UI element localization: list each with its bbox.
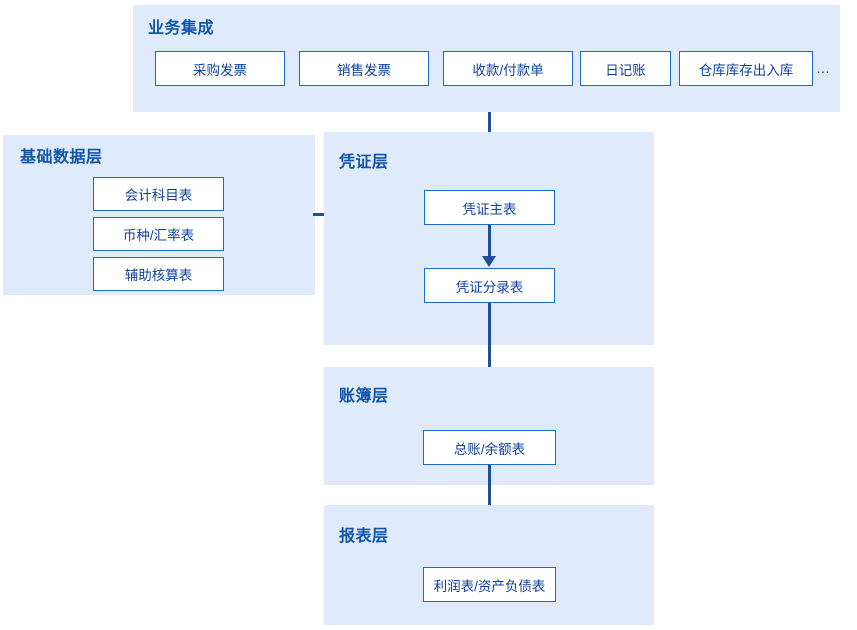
panel-title-ledger: 账簿层	[339, 388, 389, 405]
node-currency-rate-table[interactable]: 币种/汇率表	[93, 217, 224, 251]
node-income-balance-sheet[interactable]: 利润表/资产负债表	[423, 567, 556, 602]
node-account-subject-table[interactable]: 会计科目表	[93, 177, 224, 211]
node-receipt-payment[interactable]: 收款/付款单	[443, 51, 573, 86]
overflow-ellipsis-icon: …	[816, 60, 831, 76]
connector-master-to-entry-line	[488, 225, 491, 257]
node-general-ledger-balance-table[interactable]: 总账/余额表	[423, 430, 556, 465]
node-voucher-entry-table[interactable]: 凭证分录表	[424, 268, 555, 303]
node-warehouse-inout[interactable]: 仓库库存出入库	[679, 51, 813, 86]
connector-master-to-entry-arrowhead	[482, 256, 496, 267]
panel-title-report: 报表层	[339, 528, 389, 545]
panel-report	[324, 505, 654, 625]
panel-title-business-integration: 业务集成	[148, 20, 215, 37]
connector-entry-to-ledger-line	[488, 303, 491, 421]
panel-title-base-data: 基础数据层	[20, 149, 103, 166]
node-journal[interactable]: 日记账	[580, 51, 671, 86]
node-auxiliary-accounting-table[interactable]: 辅助核算表	[93, 257, 224, 291]
node-purchase-invoice[interactable]: 采购发票	[155, 51, 285, 86]
node-sales-invoice[interactable]: 销售发票	[299, 51, 429, 86]
panel-title-voucher: 凭证层	[339, 154, 389, 171]
node-voucher-master-table[interactable]: 凭证主表	[424, 190, 555, 225]
